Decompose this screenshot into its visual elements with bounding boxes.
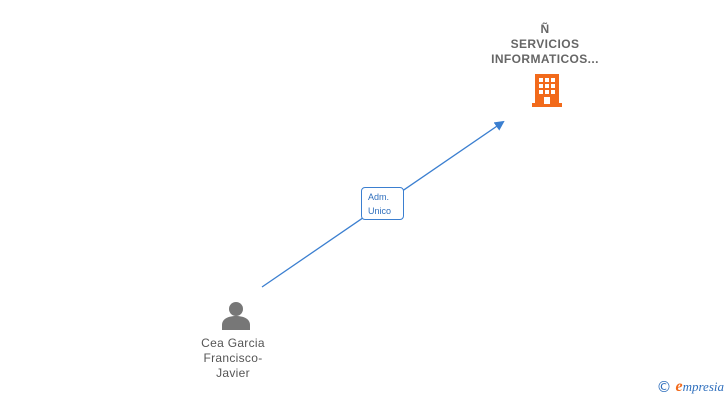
relation-label-line-1: Adm. (368, 192, 390, 202)
person-label[interactable]: Cea Garcia Francisco- Javier (173, 336, 293, 381)
brand-logo-rest: mpresia (682, 379, 724, 394)
empresia-logo: empresia (675, 378, 724, 396)
person-name-line-3: Javier (216, 366, 250, 380)
company-label[interactable]: Ñ SERVICIOS INFORMATICOS... (455, 22, 635, 67)
building-icon[interactable] (531, 73, 563, 108)
person-name-line-2: Francisco- (203, 351, 263, 365)
relation-label-line-2: Unico (368, 206, 392, 216)
footer-brand[interactable]: © empresia (656, 378, 724, 396)
company-name-line-2: SERVICIOS (510, 37, 580, 51)
company-name-line-3: INFORMATICOS... (491, 52, 599, 66)
copyright-icon: © (656, 378, 672, 396)
company-name-line-1: Ñ (540, 22, 550, 36)
person-name-line-1: Cea Garcia (201, 336, 265, 350)
relation-badge[interactable]: Adm. Unico (361, 187, 404, 220)
person-icon[interactable] (221, 300, 251, 330)
brand-logo-first: e (675, 378, 683, 395)
